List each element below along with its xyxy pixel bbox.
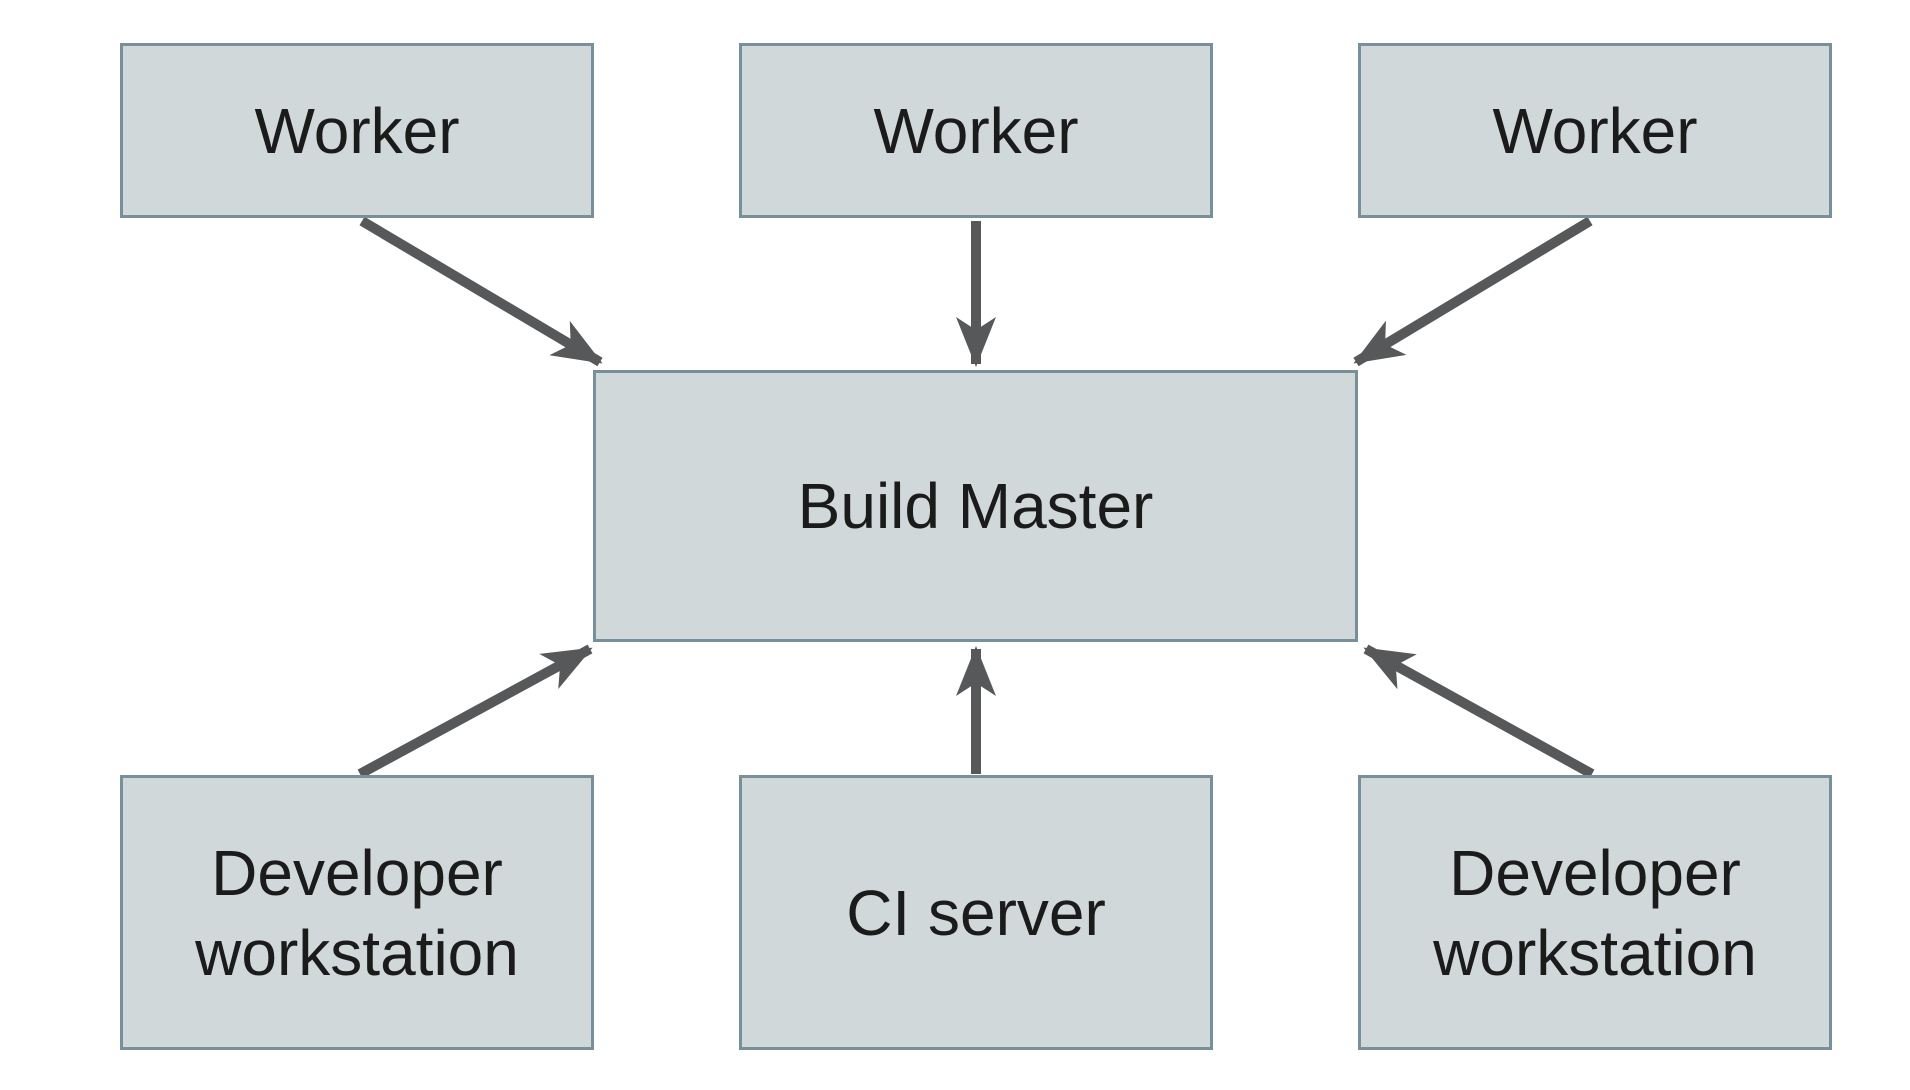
node-dev-workstation-left: Developer workstation <box>120 775 594 1050</box>
node-worker-1-label: Worker <box>254 94 460 167</box>
node-worker-3-label: Worker <box>1492 94 1698 167</box>
node-dev-workstation-left-label: Developer workstation <box>195 836 519 989</box>
arrow-worker-3-to-build-master <box>1353 216 1593 367</box>
arrow-worker-1-to-build-master <box>359 216 603 367</box>
node-build-master: Build Master <box>593 370 1358 642</box>
node-worker-2: Worker <box>739 43 1213 218</box>
node-build-master-label: Build Master <box>797 470 1154 542</box>
node-dev-workstation-right: Developer workstation <box>1358 775 1832 1050</box>
node-worker-3: Worker <box>1358 43 1832 218</box>
node-worker-1: Worker <box>120 43 594 218</box>
node-dev-workstation-right-label: Developer workstation <box>1433 836 1757 989</box>
arrow-dev-workstation-right-to-build-master <box>1363 644 1595 779</box>
node-ci-server: CI server <box>739 775 1213 1050</box>
node-worker-2-label: Worker <box>873 94 1079 167</box>
arrow-dev-workstation-left-to-build-master <box>357 644 593 779</box>
node-ci-server-label: CI server <box>846 876 1106 949</box>
